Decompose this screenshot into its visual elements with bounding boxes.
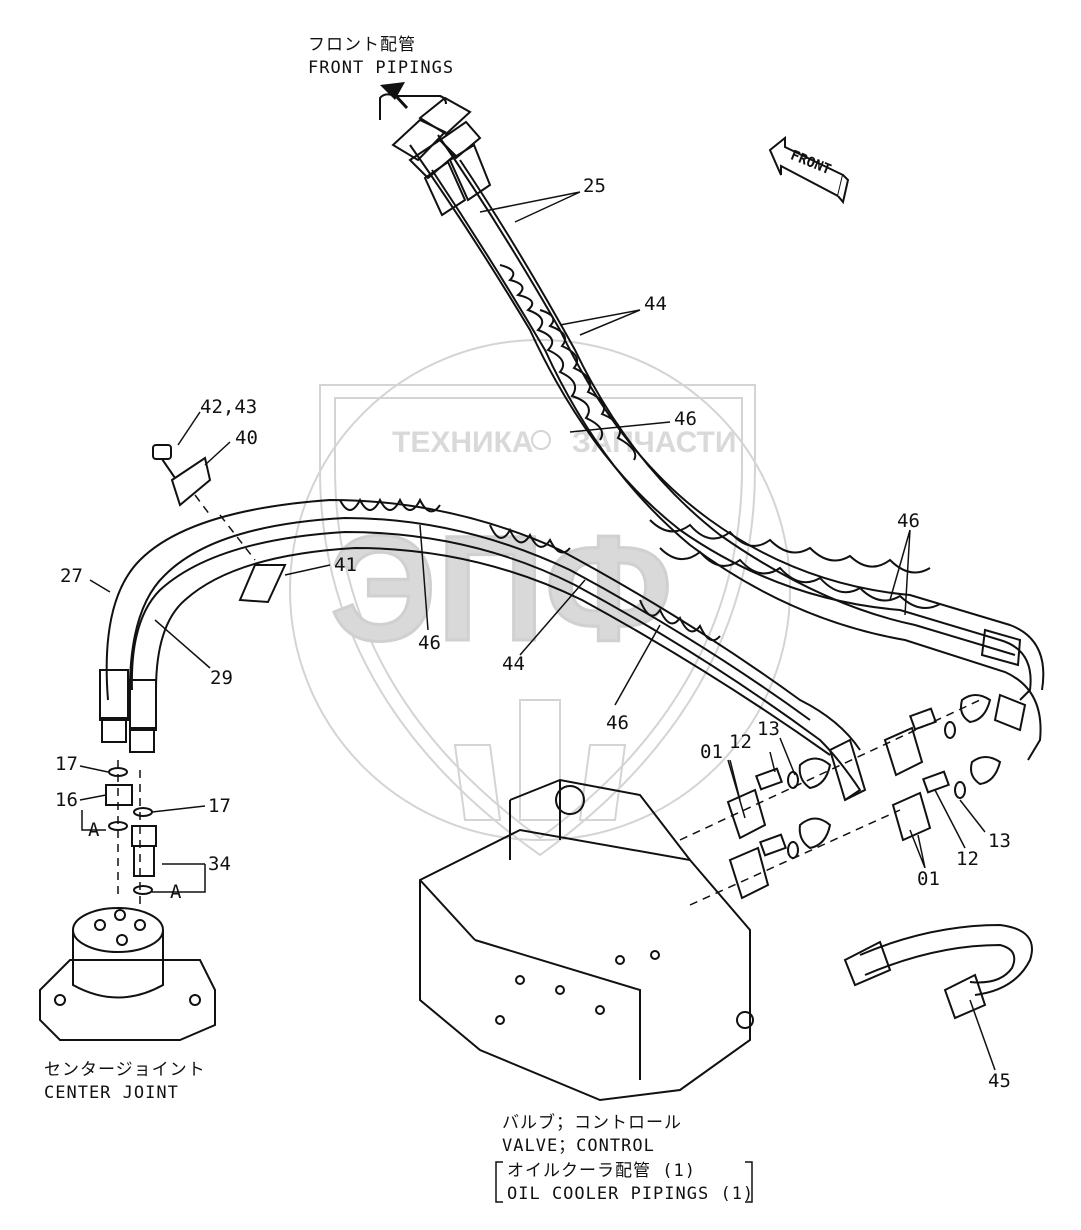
part-label-16: 16 (55, 789, 78, 811)
part-label-25: 25 (583, 175, 606, 197)
bracket (495, 1161, 753, 1203)
center-joint (39, 760, 216, 1041)
caption-valve-jp: バルブ；コントロール (502, 1112, 682, 1133)
watermark-right-text: ЗАПЧАСТИ (572, 426, 736, 459)
caption-center-joint-jp: センタージョイント (44, 1060, 206, 1080)
front-direction-arrow: FRONT (768, 135, 850, 205)
front-pipings-arrow (380, 82, 409, 110)
caption-oil-cooler-jp: オイルクーラ配管 (1) (507, 1161, 696, 1181)
pipes (99, 93, 1045, 906)
part-label-13-right: 13 (988, 830, 1011, 852)
clamp-parts (152, 444, 287, 604)
hose-45 (843, 923, 1033, 1020)
part-label-34: 34 (208, 853, 231, 875)
part-label-46-low: 46 (606, 712, 629, 734)
part-label-46-mid: 46 (418, 632, 441, 654)
control-valve (419, 778, 754, 1102)
part-label-01-left: 01 (700, 741, 723, 763)
part-label-44-top: 44 (644, 293, 667, 315)
part-label-46-top: 46 (674, 408, 697, 430)
watermark-logo-letters: ЭПФ (330, 504, 673, 672)
part-label-46-right: 46 (897, 510, 920, 532)
part-label-41: 41 (334, 554, 357, 576)
caption-front-pipings-en: FRONT PIPINGS (308, 58, 454, 78)
part-label-01-right: 01 (917, 868, 940, 890)
caption-oil-cooler-en: OIL COOLER PIPINGS (1) (507, 1184, 754, 1204)
watermark-left-text: ТЕХНИКА (392, 426, 534, 459)
part-label-13-left: 13 (757, 718, 780, 740)
adapters (105, 767, 157, 895)
leader-lines (79, 191, 996, 1071)
caption-valve-en: VALVE；CONTROL (502, 1136, 655, 1156)
part-label-12-right: 12 (956, 848, 979, 870)
part-label-12-left: 12 (729, 731, 752, 753)
watermark: ТЕХНИКА ЗАПЧАСТИ ЭПФ (289, 339, 791, 857)
caption-center-joint-en: CENTER JOINT (44, 1083, 179, 1103)
caption-front-pipings-jp: フロント配管 (308, 35, 416, 55)
part-label-27: 27 (60, 565, 83, 587)
part-label-45: 45 (988, 1070, 1011, 1092)
part-label-17-b: 17 (208, 795, 231, 817)
part-label-44-mid: 44 (502, 653, 525, 675)
part-label-17-a: 17 (55, 753, 78, 775)
part-label-a-right: A (170, 881, 182, 903)
part-label-29: 29 (210, 667, 233, 689)
part-label-a-left: A (88, 819, 100, 841)
part-label-42-43: 42,43 (200, 396, 257, 418)
part-label-40: 40 (235, 427, 258, 449)
